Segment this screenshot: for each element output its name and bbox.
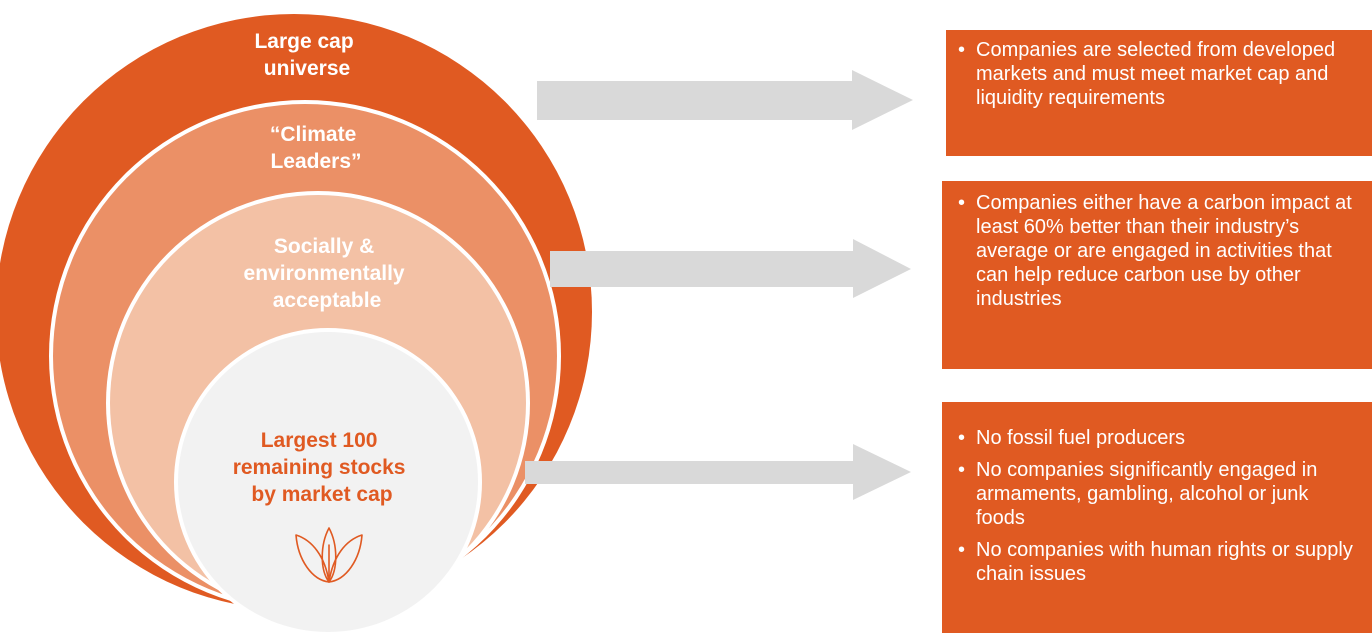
social-label-line-1: Socially & [274, 235, 374, 258]
universe-criteria-box: Companies are selected from developed ma… [946, 30, 1372, 156]
exclusion-criteria-item: No companies significantly engaged in ar… [954, 458, 1362, 530]
core-label-line-3: by market cap [251, 483, 392, 506]
universe-criteria-list: Companies are selected from developed ma… [954, 38, 1362, 110]
core-circle [178, 332, 478, 632]
core-label-line-1: Largest 100 [261, 429, 378, 452]
climate-criteria-list: Companies either have a carbon impact at… [954, 191, 1362, 311]
social-label-line-3: acceptable [273, 289, 382, 312]
universe-label: Large cap universe [254, 30, 359, 80]
climate-criteria-box: Companies either have a carbon impact at… [942, 181, 1372, 369]
exclusion-criteria-box: No fossil fuel producers No companies si… [942, 402, 1372, 633]
social-label-line-2: environmentally [244, 262, 405, 285]
climate-criteria-item: Companies either have a carbon impact at… [954, 191, 1362, 311]
universe-criteria-item: Companies are selected from developed ma… [954, 38, 1362, 110]
exclusion-criteria-list: No fossil fuel producers No companies si… [954, 426, 1362, 586]
core-label-line-2: remaining stocks [233, 456, 406, 479]
climate-leaders-label: “Climate Leaders” [270, 123, 362, 173]
socially-acceptable-label: Socially & environmentally acceptable [244, 235, 411, 312]
core-label: Largest 100 remaining stocks by market c… [233, 429, 412, 506]
climate-label-line-2: Leaders” [270, 150, 361, 173]
universe-label-line-1: Large cap [254, 30, 353, 53]
arrow-universe [537, 70, 913, 130]
exclusion-criteria-item: No fossil fuel producers [954, 426, 1362, 450]
exclusion-criteria-item: No companies with human rights or supply… [954, 538, 1362, 586]
leaf-icon [295, 527, 363, 583]
arrow-climate [550, 239, 911, 298]
arrow-social [525, 444, 911, 500]
universe-label-line-2: universe [264, 57, 350, 80]
climate-label-line-1: “Climate [270, 123, 356, 146]
